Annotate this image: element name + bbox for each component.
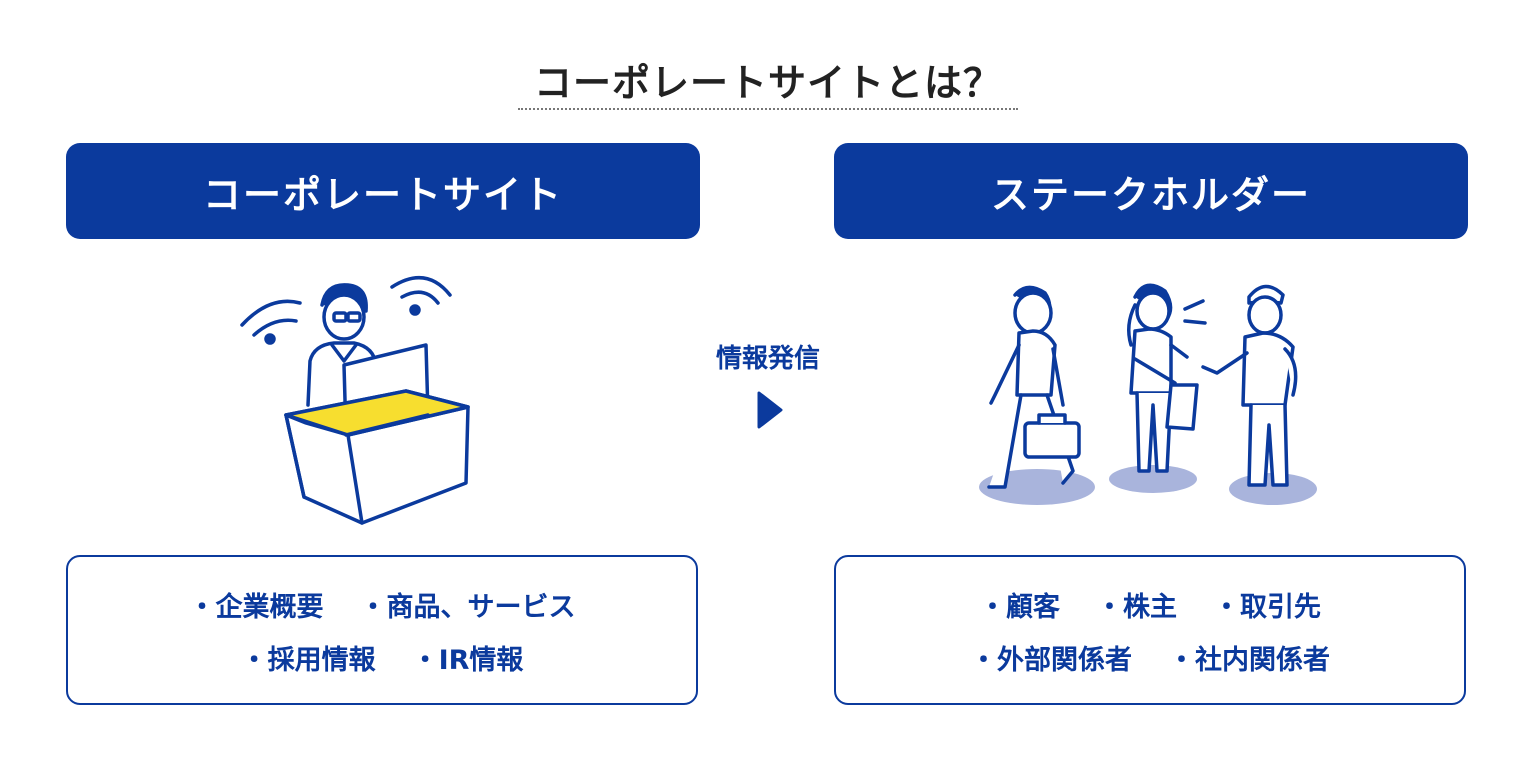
stakeholders-illustration [979, 283, 1317, 505]
list-item: 株主 [1096, 585, 1177, 624]
list-item: 企業概要 [189, 585, 324, 624]
list-row: 採用情報 IR情報 [241, 638, 524, 677]
stakeholder-header-label: ステークホルダー [990, 172, 1311, 217]
list-row: 顧客 株主 取引先 [979, 585, 1321, 624]
list-item: 採用情報 [241, 638, 376, 677]
list-item: 顧客 [979, 585, 1060, 624]
info-transmission-label: 情報発信 [715, 344, 820, 374]
stakeholder-header: ステークホルダー [834, 143, 1468, 239]
title-dotted-underline [518, 108, 1018, 110]
person-at-computer-illustration [240, 275, 470, 525]
list-item: IR情報 [412, 638, 524, 677]
corporate-site-contents-box: 企業概要 商品、サービス 採用情報 IR情報 [66, 555, 698, 705]
list-item: 外部関係者 [970, 638, 1132, 677]
list-item: 取引先 [1213, 585, 1321, 624]
play-arrow-icon [757, 391, 783, 429]
corporate-site-header-label: コーポレートサイト [202, 172, 563, 217]
list-row: 企業概要 商品、サービス [189, 585, 576, 624]
list-row: 外部関係者 社内関係者 [970, 638, 1330, 677]
corporate-site-header: コーポレートサイト [66, 143, 700, 239]
page-title: コーポレートサイトとは？ [533, 61, 1002, 105]
list-item: 社内関係者 [1168, 638, 1330, 677]
stakeholder-contents-box: 顧客 株主 取引先 外部関係者 社内関係者 [834, 555, 1466, 705]
list-item: 商品、サービス [360, 585, 576, 624]
